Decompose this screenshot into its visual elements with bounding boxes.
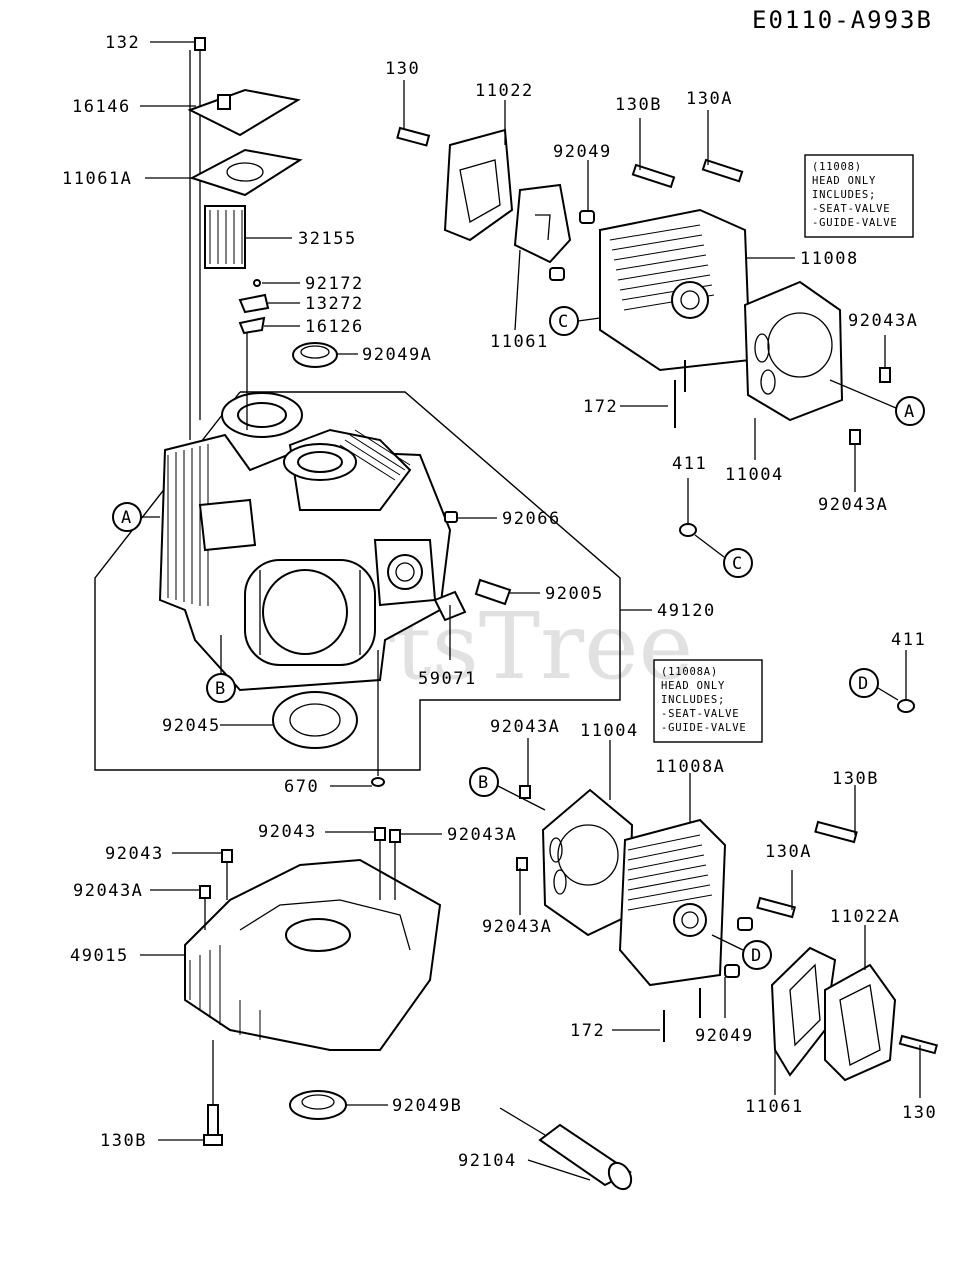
part-label: 11022 bbox=[475, 81, 534, 101]
cylinder-head-11008A-drawing bbox=[516, 785, 858, 1042]
part-label: 130B bbox=[832, 769, 879, 789]
part-label: 11061 bbox=[745, 1097, 804, 1117]
part-label: 92045 bbox=[162, 716, 221, 736]
part-label: 92049B bbox=[392, 1096, 462, 1116]
note-line: HEAD ONLY bbox=[812, 175, 876, 187]
part-label: 92066 bbox=[502, 509, 561, 529]
breather-parts-drawing bbox=[187, 37, 338, 440]
part-label: 130 bbox=[385, 59, 420, 79]
block-small-parts-drawing bbox=[272, 511, 512, 787]
part-label: 92043A bbox=[490, 717, 560, 737]
part-label: 59071 bbox=[418, 669, 477, 689]
callout-C-top: C bbox=[549, 306, 601, 336]
note-box-11008: (11008) HEAD ONLY INCLUDES; -SEAT-VALVE … bbox=[804, 154, 914, 238]
part-label: 92043A bbox=[73, 881, 143, 901]
part-label: 92043A bbox=[447, 825, 517, 845]
note-line: -SEAT-VALVE bbox=[661, 708, 739, 720]
part-label: 130A bbox=[765, 842, 812, 862]
note-line: -GUIDE-VALVE bbox=[812, 217, 897, 229]
note-line: (11008) bbox=[812, 161, 862, 173]
note-line: (11008A) bbox=[661, 666, 718, 678]
part-label: 32155 bbox=[298, 229, 357, 249]
callout-letter: C bbox=[558, 312, 570, 332]
part-label: 92043 bbox=[258, 822, 317, 842]
part-label: 16126 bbox=[305, 317, 364, 337]
part-label: 49015 bbox=[70, 946, 129, 966]
crankcase-49015-drawing bbox=[184, 827, 442, 1146]
part-label: 92049 bbox=[553, 142, 612, 162]
note-line: -GUIDE-VALVE bbox=[661, 722, 746, 734]
part-labels: 132 16146 11061A 32155 92172 13272 16126… bbox=[62, 33, 937, 1171]
callout-D-mid: D bbox=[711, 934, 772, 970]
part-label: 11022A bbox=[830, 907, 900, 927]
part-label: 172 bbox=[570, 1021, 605, 1041]
callout-C-mid: C bbox=[694, 534, 753, 578]
part-label: 92043A bbox=[482, 917, 552, 937]
part-label: 130A bbox=[686, 89, 733, 109]
part-label: 92043A bbox=[848, 311, 918, 331]
note-line: INCLUDES; bbox=[661, 694, 725, 706]
part-label: 92049A bbox=[362, 345, 432, 365]
callout-B-left: B bbox=[206, 635, 236, 703]
note-line: INCLUDES; bbox=[812, 189, 876, 201]
part-label: 130 bbox=[902, 1103, 937, 1123]
part-label: 11004 bbox=[580, 721, 639, 741]
part-label: 92049 bbox=[695, 1026, 754, 1046]
part-label: 11061A bbox=[62, 169, 132, 189]
part-label: 411 bbox=[672, 454, 707, 474]
callout-letter: B bbox=[215, 679, 227, 699]
callout-letter: A bbox=[904, 402, 916, 422]
part-label: 11061 bbox=[490, 332, 549, 352]
callout-letter: D bbox=[751, 946, 763, 966]
part-label: 13272 bbox=[305, 294, 364, 314]
part-label: 411 bbox=[891, 630, 926, 650]
note-line: -SEAT-VALVE bbox=[812, 203, 890, 215]
sealant-tube-drawing bbox=[499, 1107, 633, 1191]
part-label: 49120 bbox=[657, 601, 716, 621]
part-label: 16146 bbox=[72, 97, 131, 117]
part-label: 11008A bbox=[655, 757, 725, 777]
callout-letter: A bbox=[121, 508, 133, 528]
assembly-frame bbox=[94, 391, 621, 771]
part-label: 670 bbox=[284, 777, 319, 797]
callout-letter: B bbox=[478, 773, 490, 793]
cover-11022A-drawing bbox=[770, 946, 938, 1082]
part-label: 92005 bbox=[545, 584, 604, 604]
leader-lines bbox=[140, 41, 921, 1181]
part-label: 92043 bbox=[105, 844, 164, 864]
callout-D-right: D bbox=[849, 668, 899, 701]
part-label: 172 bbox=[583, 397, 618, 417]
diagram-code: E0110-A993B bbox=[752, 6, 933, 34]
part-label: 132 bbox=[105, 33, 140, 53]
part-label: 92043A bbox=[818, 495, 888, 515]
callout-A-right: A bbox=[829, 379, 925, 426]
callout-A-left: A bbox=[112, 502, 160, 532]
note-line: HEAD ONLY bbox=[661, 680, 725, 692]
cylinder-head-11008-drawing bbox=[396, 126, 752, 428]
part-label: 11008 bbox=[800, 249, 859, 269]
callout-letter: C bbox=[732, 554, 744, 574]
part-label: 92104 bbox=[458, 1151, 517, 1171]
callout-B-mid: B bbox=[469, 767, 546, 811]
cylinder-block-drawing bbox=[158, 392, 452, 692]
part-label: 130B bbox=[615, 95, 662, 115]
part-label: 11004 bbox=[725, 465, 784, 485]
callout-letter: D bbox=[858, 674, 870, 694]
part-label: 92172 bbox=[305, 274, 364, 294]
part-label: 130B bbox=[100, 1131, 147, 1151]
note-box-11008A: (11008A) HEAD ONLY INCLUDES; -SEAT-VALVE… bbox=[653, 659, 763, 743]
